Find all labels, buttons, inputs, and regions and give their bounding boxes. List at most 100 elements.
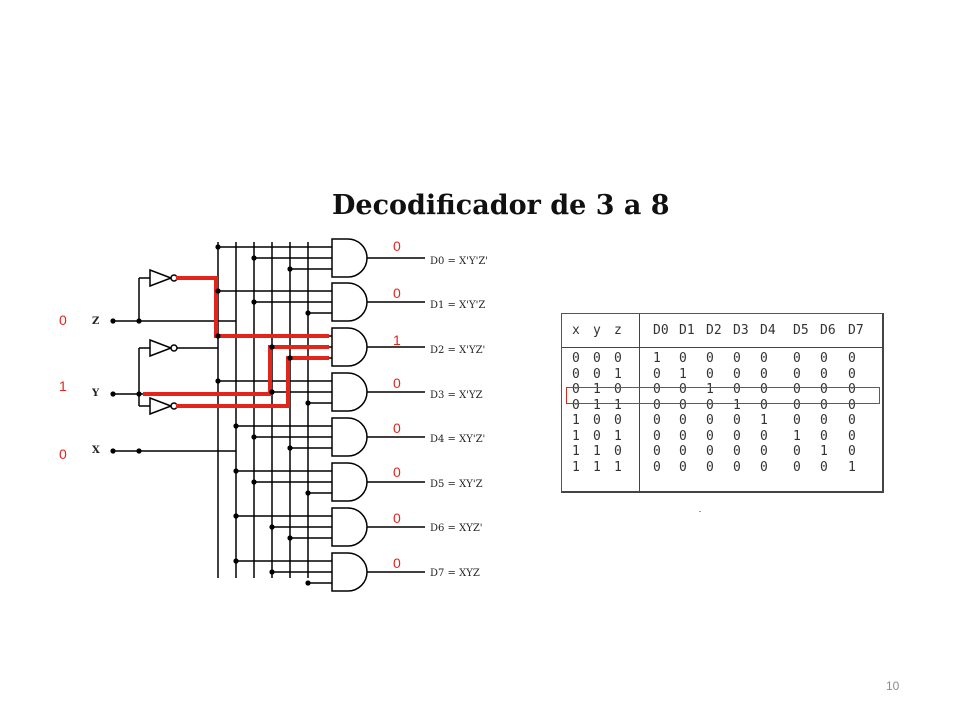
inverter-bubble-icon [170,344,178,352]
table-cell: 0 [614,351,622,366]
table-cell: 0 [653,444,661,459]
table-cell: 0 [760,351,768,366]
table-cell: 0 [706,444,714,459]
table-cell: 0 [593,413,601,428]
junction-dot [215,288,221,294]
junction-dot [269,389,275,395]
junction-dot [251,255,257,261]
junction-dot [233,558,239,564]
table-cell: 0 [706,428,714,444]
header-x: x [572,323,580,338]
and-gate-d0-icon [331,238,368,278]
inverter-y-icon [149,338,174,358]
truth-table-divider [639,314,640,491]
table-cell: 0 [572,366,580,382]
header-d5: D5 [793,323,809,338]
header-d2: D2 [706,323,722,338]
table-cell: 0 [733,459,741,475]
input-z-value: 0 [59,312,67,328]
table-cell: 1 [820,444,828,459]
junction-dot [136,318,142,324]
table-cell: 0 [679,459,687,475]
table-cell: 0 [572,382,580,397]
output-d6-value: 0 [393,510,401,526]
table-cell: 0 [793,382,801,397]
and-gate-d5-icon [331,462,368,502]
table-cell: 0 [653,413,661,428]
header-d0: D0 [653,323,669,338]
junction-dot [215,244,221,250]
table-cell: 0 [820,366,828,382]
table-cell: 0 [653,459,661,475]
junction-dot [287,535,293,541]
inverter-x-icon [149,396,174,416]
table-cell: 1 [572,413,580,428]
table-cell: 0 [793,459,801,475]
junction-dot [110,318,116,324]
table-cell: 0 [760,397,768,413]
table-cell: 0 [760,459,768,475]
table-cell: 0 [614,382,622,397]
table-cell: 0 [653,382,661,397]
table-cell: 0 [848,413,856,428]
table-cell: 0 [733,413,741,428]
table-cell: 1 [733,397,741,413]
table-cell: 0 [820,428,828,444]
table-cell: 0 [848,366,856,382]
table-cell: 0 [733,444,741,459]
table-cell: 0 [793,413,801,428]
header-d1: D1 [679,323,695,338]
table-cell: 1 [614,459,622,475]
active-path-z [176,276,329,338]
table-cell: 0 [760,382,768,397]
table-cell: 0 [848,428,856,444]
junction-dot [215,333,221,339]
table-cell: 0 [706,397,714,413]
junction-dot [233,423,239,429]
active-path-y [143,345,329,396]
and-gate-d2-icon [331,327,368,367]
table-cell: 1 [593,397,601,413]
stray-dot [699,511,701,512]
active-path-x [176,356,329,408]
table-cell: 0 [706,366,714,382]
output-d7-label: D7 = XYZ [430,568,480,579]
and-gate-d7-icon [331,552,368,592]
table-cell: 0 [760,444,768,459]
junction-dot [251,299,257,305]
junction-dot [305,400,311,406]
output-d7-value: 0 [393,555,401,571]
output-d4-value: 0 [393,420,401,436]
table-cell: 0 [614,444,622,459]
input-x-label: X [92,445,100,456]
table-cell: 1 [572,444,580,459]
table-cell: 0 [793,397,801,413]
table-cell: 1 [593,459,601,475]
table-cell: 0 [706,459,714,475]
table-cell: 1 [706,382,714,397]
and-gate-d3-icon [331,372,368,412]
and-gate-d1-icon [331,282,368,322]
table-cell: 1 [614,366,622,382]
header-y: y [593,323,601,338]
table-cell: 0 [848,397,856,413]
output-d0-label: D0 = X'Y'Z' [430,256,489,267]
junction-dot [136,448,142,454]
table-cell: 0 [820,382,828,397]
table-cell: 0 [848,444,856,459]
junction-dot [136,391,142,397]
table-cell: 0 [653,397,661,413]
table-cell: 0 [679,413,687,428]
table-cell: 1 [593,382,601,397]
junction-dot [269,344,275,350]
table-cell: 1 [760,413,768,428]
table-cell: 1 [572,459,580,475]
output-d5-value: 0 [393,464,401,480]
table-cell: 0 [733,428,741,444]
truth-table-header: x y z D0 D1 D2 D3 D4 D5 D6 D7 [562,314,882,348]
